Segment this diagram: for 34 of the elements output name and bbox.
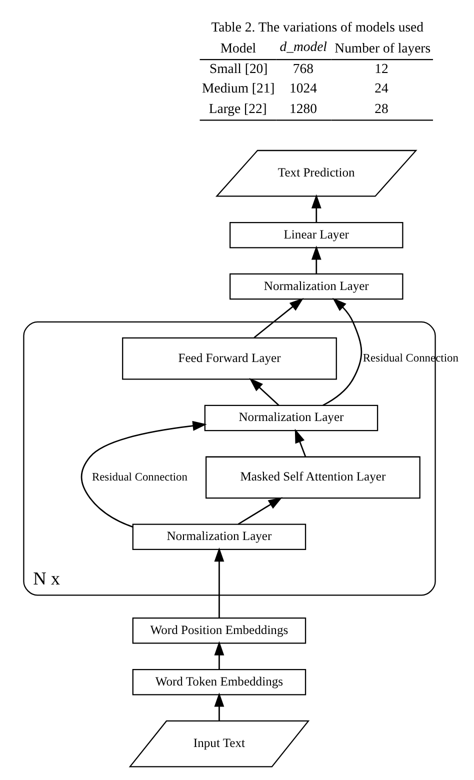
arrow [310, 194, 321, 222]
node-box: Feed Forward Layer [122, 337, 336, 380]
label: d_model [279, 39, 326, 54]
arrow [322, 298, 362, 406]
node-box: Word Token Embeddings [132, 668, 306, 696]
arrow [237, 497, 282, 525]
arrow [248, 378, 279, 406]
arrow [310, 246, 321, 274]
arrow [214, 547, 224, 618]
node-box: Normalization Layer [229, 273, 403, 300]
arrow [253, 298, 304, 338]
label: 24 [374, 80, 388, 96]
label: Small [20] [208, 60, 268, 76]
label: 768 [292, 60, 314, 76]
label: Number of layers [334, 40, 430, 56]
label: 12 [374, 60, 388, 76]
label: 1280 [289, 100, 316, 116]
label: 1024 [289, 80, 316, 96]
label: Large [22] [208, 100, 266, 116]
arrow [80, 420, 206, 528]
label: Table 2. The variations of models used [210, 20, 423, 35]
label: Medium [21] [202, 80, 274, 96]
node-box: Normalization Layer [204, 404, 378, 432]
node-box: Masked Self Attention Layer [204, 456, 420, 499]
node-box: Linear Layer [229, 222, 403, 248]
node-box: Normalization Layer [132, 524, 306, 550]
node-box: Word Position Embeddings [132, 618, 306, 644]
arrow [294, 428, 306, 457]
edge-label: Residual Connection [92, 471, 188, 484]
arrow [214, 692, 224, 721]
arrow [214, 641, 224, 670]
label: 28 [374, 100, 388, 116]
node-label: N x [32, 568, 60, 589]
label: Model [220, 40, 256, 56]
